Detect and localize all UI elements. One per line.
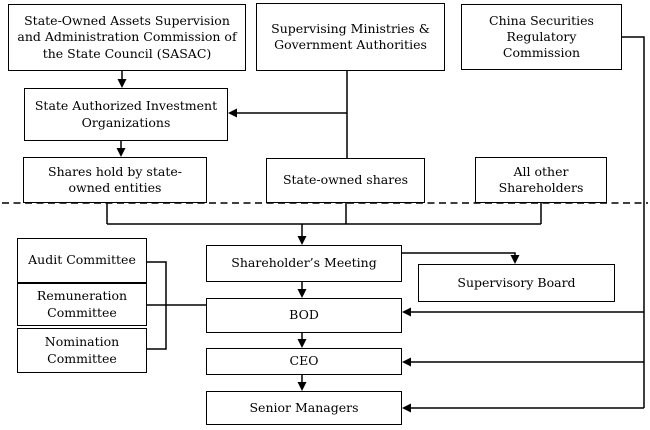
node-senior-managers: Senior Managers [206,391,402,425]
node-senior-managers-label: Senior Managers [249,399,359,415]
arrowhead-meeting-to-supervisory-board [510,255,520,264]
node-shareholders-meeting-label: Shareholder’s Meeting [231,255,377,271]
node-bod: BOD [206,298,402,333]
node-ceo: CEO [206,348,402,375]
arrowhead-rail-to-senior-managers [402,403,411,413]
node-saio-label: State Authorized Investment Organization… [34,98,218,130]
node-csrc-label: China Securities Regulatory Commission [489,12,594,61]
node-bod-label: BOD [289,307,319,323]
connector-csrc-right-rail [622,36,645,408]
arrowhead-ceo-to-senior-managers [297,382,307,391]
node-remuneration-committee-label: Remuneration Committee [36,288,128,320]
node-nomination-committee: Nomination Committee [17,328,147,373]
node-supervisory-board: Supervisory Board [418,264,615,302]
arrowhead-saio-to-shares-hold [116,148,126,157]
node-state-owned-shares: State-owned shares [266,158,425,203]
node-all-other-shareholders: All other Shareholders [475,157,607,203]
node-remuneration-committee: Remuneration Committee [17,283,147,326]
arrowhead-rail-to-ceo [402,357,411,367]
node-sasac: State-Owned Assets Supervision and Admin… [8,4,246,71]
arrowhead-rail-to-bod [402,307,411,317]
node-shares-hold-label: Shares hold by state- owned entities [48,163,182,195]
node-supervising-ministries-label: Supervising Ministries & Government Auth… [271,20,430,52]
node-all-other-shareholders-label: All other Shareholders [498,163,584,195]
connector-meeting-to-supervisory-board [402,252,516,262]
arrowhead-sasac-to-saio [117,79,127,88]
node-sasac-label: State-Owned Assets Supervision and Admin… [17,13,237,61]
node-nomination-committee-label: Nomination Committee [44,334,120,366]
node-china-securities-regulatory-commission: China Securities Regulatory Commission [461,4,622,70]
node-state-owned-shares-label: State-owned shares [282,172,409,188]
node-shareholders-meeting: Shareholder’s Meeting [206,245,402,282]
node-state-authorized-investment-organizations: State Authorized Investment Organization… [24,88,228,141]
arrowhead-bod-to-ceo [297,339,307,348]
node-supervisory-board-label: Supervisory Board [457,274,576,290]
arrowhead-ministries-to-saio [228,108,237,118]
node-ceo-label: CEO [289,353,319,369]
node-audit-committee-label: Audit Committee [28,252,136,268]
node-supervising-ministries: Supervising Ministries & Government Auth… [256,3,445,71]
arrowhead-meeting-to-bod [297,289,307,298]
node-shares-hold-by-state-owned-entities: Shares hold by state- owned entities [23,157,207,203]
arrowhead-collector-to-meeting [297,236,307,245]
node-audit-committee: Audit Committee [17,238,147,283]
